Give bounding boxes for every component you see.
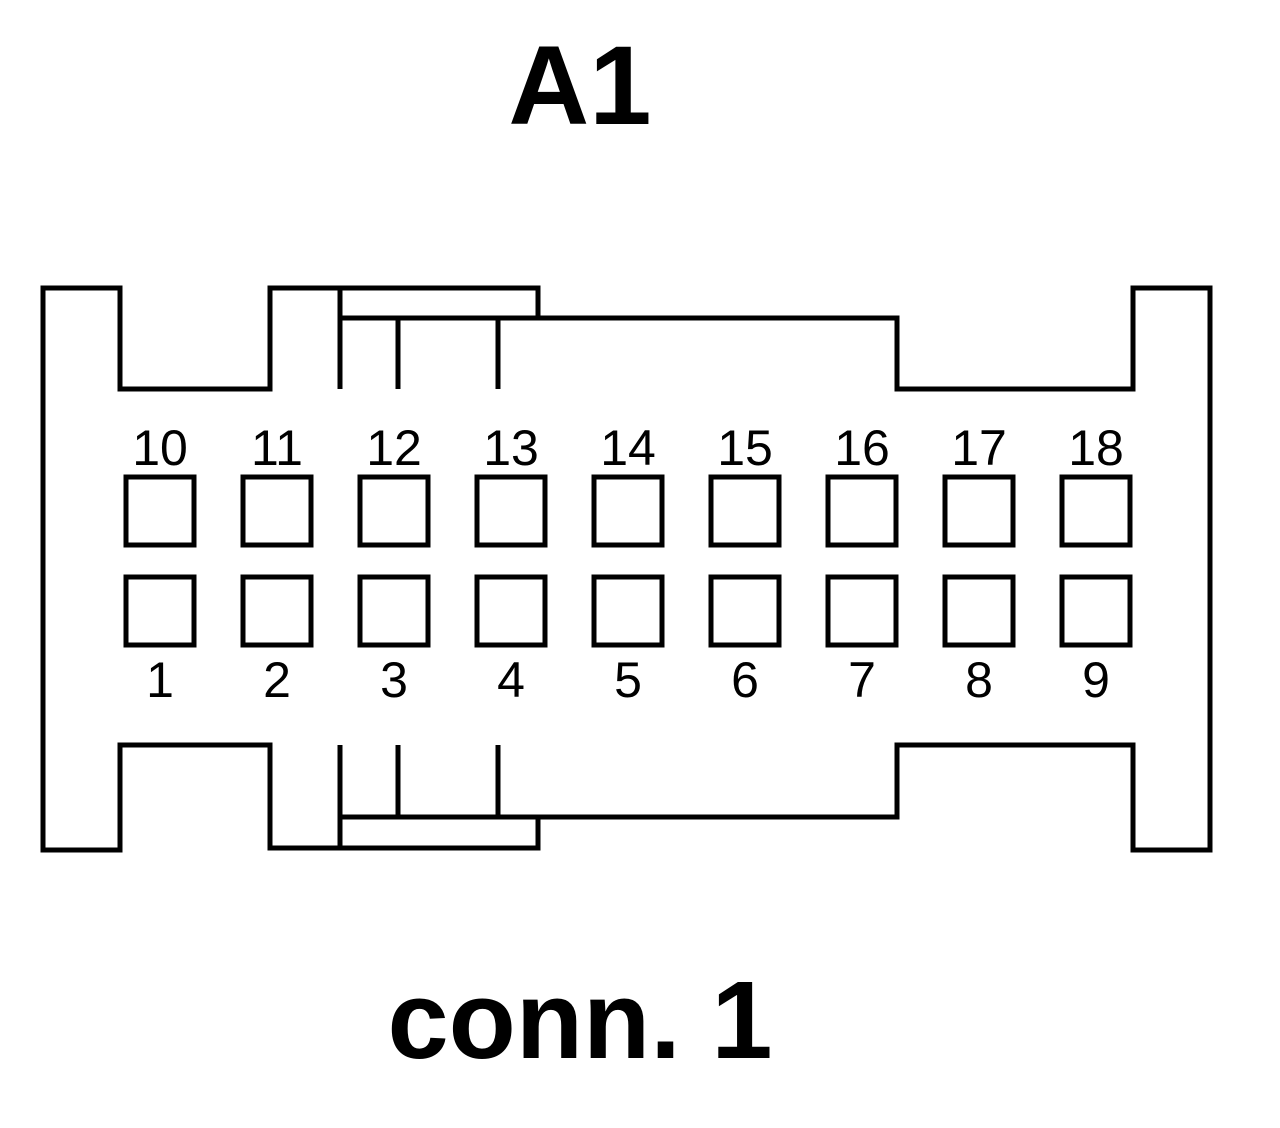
pin-cavity-11 [240, 474, 314, 548]
pin-cavity-7 [825, 574, 899, 648]
pin-cavity-10 [123, 474, 197, 548]
pin-label-15: 15 [717, 420, 773, 476]
pin-cavity-2 [240, 574, 314, 648]
connector-subtitle: conn. 1 [387, 959, 772, 1082]
pin-label-6: 6 [731, 652, 759, 708]
pin-label-5: 5 [614, 652, 642, 708]
pin-label-16: 16 [834, 420, 890, 476]
pin-label-9: 9 [1082, 652, 1110, 708]
connector-title: A1 [508, 23, 651, 148]
pin-label-2: 2 [263, 652, 291, 708]
pin-cavity-5 [591, 574, 665, 648]
pin-cavity-8 [942, 574, 1016, 648]
bottom-latch [337, 745, 538, 848]
pin-cavity-1 [123, 574, 197, 648]
pin-label-18: 18 [1068, 420, 1124, 476]
pin-label-8: 8 [965, 652, 993, 708]
pin-label-1: 1 [146, 652, 174, 708]
pin-label-13: 13 [483, 420, 539, 476]
pin-cavity-3 [357, 574, 431, 648]
pin-cavity-4 [474, 574, 548, 648]
pin-label-10: 10 [132, 420, 188, 476]
pin-cavity-13 [474, 474, 548, 548]
top-latch [337, 288, 538, 389]
pin-cavity-17 [942, 474, 1016, 548]
pin-cavity-15 [708, 474, 782, 548]
pin-cavity-16 [825, 474, 899, 548]
pin-cavity-18 [1059, 474, 1133, 548]
pin-cavity-6 [708, 574, 782, 648]
pin-label-11: 11 [251, 420, 303, 476]
pin-label-4: 4 [497, 652, 525, 708]
connector-housing [40, 285, 1213, 853]
pin-label-17: 17 [951, 420, 1007, 476]
pin-label-3: 3 [380, 652, 408, 708]
pin-label-12: 12 [366, 420, 422, 476]
pin-cavity-14 [591, 474, 665, 548]
pin-label-7: 7 [848, 652, 876, 708]
pin-cavity-9 [1059, 574, 1133, 648]
pin-label-14: 14 [600, 420, 656, 476]
pin-cavity-12 [357, 474, 431, 548]
